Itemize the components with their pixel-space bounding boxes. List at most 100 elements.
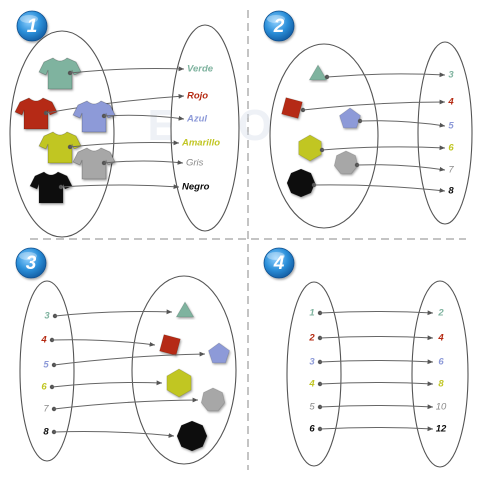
step-badge: 3 [15,247,47,279]
octagon-shape [286,168,316,198]
pentagon-shape [208,342,230,364]
input-number-label: 3 [309,357,315,368]
triangle-shape [308,64,328,81]
mapping-arrow [313,184,446,193]
number-label: 3 [44,311,50,322]
mapping-arrow [53,431,175,438]
step-badge: 1 [16,10,48,42]
badge-gloss [267,252,285,260]
badge-number: 3 [26,253,37,274]
mapping-arrow [319,335,434,341]
badge-gloss [267,15,285,23]
heptagon-shape [333,150,359,175]
sides-number-label: 7 [448,165,454,176]
sides-number-label: 4 [447,97,454,108]
sides-number-label: 5 [448,121,454,132]
numbers-set-ellipse [19,280,75,462]
mapping-arrow [319,404,434,410]
outputs-set-ellipse [411,280,469,468]
input-number-label: 4 [308,379,315,390]
badge-circle [263,247,295,279]
mapping-arrow [69,66,185,74]
sides-number-label: 8 [448,186,454,197]
number-label: 8 [43,427,49,438]
mapping-arrow [51,380,163,388]
pentagon-shape [339,107,361,129]
hexagon-shape [166,368,192,398]
output-number-label: 2 [437,308,444,319]
hexagon-shape [298,134,322,162]
mapping-arrow [51,339,156,347]
panel-3: 3 3 4 5 6 7 8 [15,247,237,465]
mapping-arrow [69,140,180,148]
output-number-label: 8 [438,379,444,390]
color-name-label: Azul [186,114,207,125]
mapping-arrow [45,93,185,114]
mapping-arrow [356,164,446,172]
color-names-set-ellipse [170,24,240,232]
sides-set-ellipse [417,41,473,225]
blue-shirt-icon [72,100,116,133]
mapping-arrow [103,160,184,165]
badge-number: 1 [27,16,38,37]
input-number-label: 6 [309,424,315,435]
mapping-arrow [359,120,446,128]
mapping-arrow [319,359,434,365]
panel-2: 2 3 4 5 6 7 8 [263,10,473,229]
inputs-set-ellipse [286,281,342,467]
sides-number-label: 3 [448,70,454,81]
sides-number-label: 6 [448,143,454,154]
badge-number: 2 [273,16,285,37]
black-shirt-icon [29,171,73,204]
mapping-arrow [60,184,180,190]
mapping-arrow [53,397,199,410]
square-shape [159,334,181,356]
mapping-arrow [319,381,434,387]
output-number-label: 10 [436,402,447,413]
mapping-arrow [53,351,206,366]
red-shirt-icon [14,97,58,130]
badge-circle [15,247,47,279]
output-number-label: 6 [438,357,444,368]
badge-gloss [19,252,37,260]
step-badge: 4 [263,247,295,279]
color-name-label: Negro [182,182,210,193]
mapping-arrow [54,309,173,317]
mapping-arrow [326,72,446,78]
mapping-arrow [319,426,434,432]
mapping-arrow [103,114,185,121]
heptagon-shape [200,387,226,412]
triangle-shape [175,301,195,318]
number-label: 6 [41,382,47,393]
output-number-label: 4 [437,333,444,344]
badge-number: 4 [273,253,285,274]
step-badge: 2 [263,10,295,42]
number-label: 7 [43,404,49,415]
yellow-shirt-icon [38,131,82,164]
green-shirt-icon [38,57,82,90]
number-label: 4 [40,335,47,346]
color-name-label: Gris [186,158,204,169]
color-name-label: Amarillo [181,138,220,149]
color-name-label: Verde [187,64,214,75]
color-name-label: Rojo [187,91,208,102]
square-shape [281,97,303,119]
badge-gloss [20,15,38,23]
mapping-arrow [321,145,446,151]
gray-shirt-icon [72,147,116,180]
input-number-label: 2 [308,333,315,344]
number-label: 5 [43,360,49,371]
shapes-set-ellipse [131,275,237,465]
input-number-label: 1 [309,308,314,319]
input-number-label: 5 [309,402,315,413]
shapes-set-ellipse [269,43,379,229]
octagon-shape [176,420,208,452]
output-number-label: 12 [436,424,447,435]
badge-circle [16,10,48,42]
mapping-arrow [302,99,446,111]
badge-circle [263,10,295,42]
mapping-arrow [319,310,434,316]
